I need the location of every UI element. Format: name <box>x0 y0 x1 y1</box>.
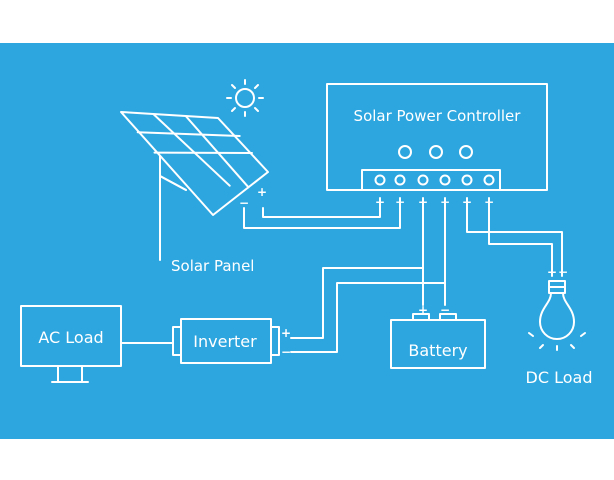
inverter-terminal-pos: + <box>281 326 291 340</box>
controller-terminal-4: − <box>440 195 450 209</box>
dc-load-terminal-neg: − <box>558 265 568 279</box>
controller-terminal-1: + <box>375 195 385 209</box>
wires <box>120 197 563 353</box>
battery-terminal-neg: − <box>440 303 450 317</box>
diagram-background <box>0 43 614 439</box>
battery-label: Battery <box>408 341 467 360</box>
battery-box <box>390 313 486 369</box>
monitor-icon <box>20 305 122 383</box>
ac-load-label: AC Load <box>38 328 103 347</box>
controller-terminal-5: + <box>462 195 472 209</box>
controller-knob-3 <box>459 145 473 159</box>
diagram-canvas: Solar Power Controller Solar Panel AC Lo… <box>0 43 614 439</box>
inverter-box <box>172 318 280 364</box>
light-bulb-icon <box>528 280 586 351</box>
solar-panel-icon <box>120 111 269 261</box>
inverter-label: Inverter <box>193 332 257 351</box>
solar-panel-label: Solar Panel <box>171 257 254 275</box>
solar-system-diagram: Solar Power Controller Solar Panel AC Lo… <box>0 43 614 439</box>
dc-load-label: DC Load <box>526 368 593 387</box>
panel-terminal-neg: − <box>239 196 249 210</box>
controller-terminal-2: − <box>395 195 405 209</box>
controller-terminal-3: + <box>418 195 428 209</box>
controller-knob-1 <box>398 145 412 159</box>
controller-terminal-strip <box>361 169 501 191</box>
controller-label: Solar Power Controller <box>354 107 522 125</box>
battery-terminal-pos: + <box>418 303 428 317</box>
dc-load-terminal-pos: + <box>547 265 557 279</box>
panel-terminal-pos: + <box>257 185 267 199</box>
controller-terminal-6: − <box>484 195 494 209</box>
inverter-terminal-neg: − <box>281 345 291 359</box>
controller-knob-2 <box>429 145 443 159</box>
sun-icon <box>226 79 264 117</box>
